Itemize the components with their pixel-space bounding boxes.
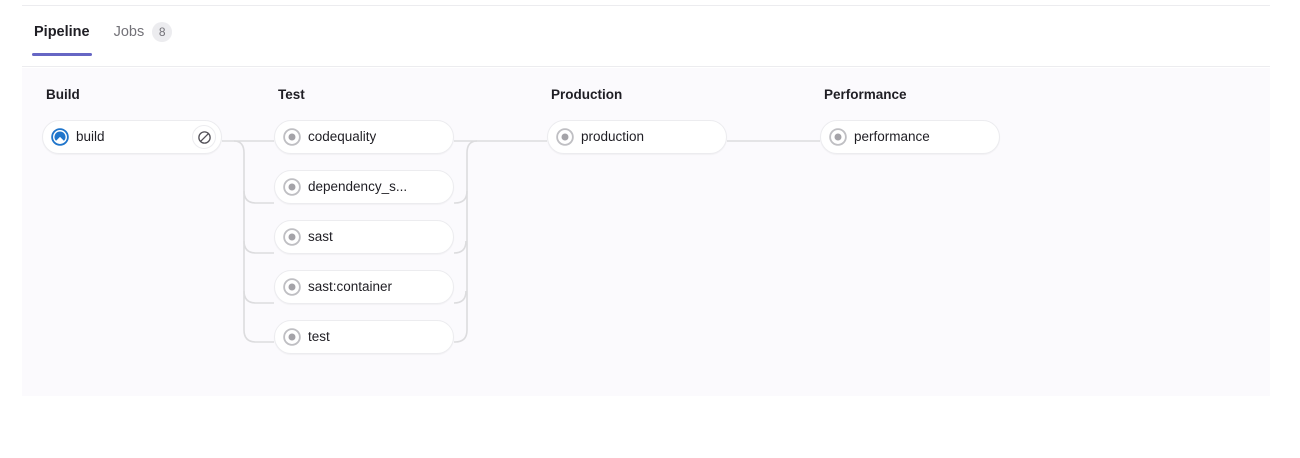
tab-pipeline[interactable]: Pipeline	[22, 22, 102, 56]
job-dependency-scanning[interactable]: dependency_s...	[274, 170, 454, 204]
job-dependency-scanning-label: dependency_s...	[308, 179, 408, 194]
job-production[interactable]: production	[547, 120, 727, 154]
status-created-icon	[283, 228, 301, 246]
cancel-icon	[197, 130, 211, 144]
job-test[interactable]: test	[274, 320, 454, 354]
stage-performance: Performance performance	[820, 86, 1000, 154]
status-created-icon	[283, 328, 301, 346]
job-build[interactable]: build	[42, 120, 222, 154]
edge-build-to-sastcont	[243, 290, 274, 304]
job-build-label: build	[76, 129, 105, 144]
job-codequality[interactable]: codequality	[274, 120, 454, 154]
top-divider	[22, 5, 1270, 6]
job-sast-container-label: sast:container	[308, 279, 393, 294]
status-running-icon	[51, 128, 69, 146]
edge-dependency-to-trunk	[454, 190, 468, 204]
stage-production-title: Production	[551, 87, 623, 102]
job-codequality-label: codequality	[308, 129, 377, 144]
status-created-icon	[556, 128, 574, 146]
pipeline-tabbar: Pipeline Jobs 8	[22, 22, 1270, 67]
tab-jobs[interactable]: Jobs 8	[102, 22, 185, 55]
edge-build-fanout-trunk	[233, 140, 274, 343]
cancel-job-button[interactable]	[192, 125, 216, 149]
tab-pipeline-label: Pipeline	[34, 24, 90, 40]
stage-production: Production production	[547, 86, 727, 154]
job-sast[interactable]: sast	[274, 220, 454, 254]
job-sast-container[interactable]: sast:container	[274, 270, 454, 304]
pipeline-graph-canvas: Build build	[22, 68, 1270, 396]
status-created-icon	[829, 128, 847, 146]
edge-build-to-sast	[243, 240, 274, 254]
status-created-icon	[283, 178, 301, 196]
status-created-icon	[283, 278, 301, 296]
job-sast-label: sast	[308, 229, 333, 244]
tab-jobs-count-badge: 8	[152, 22, 173, 42]
edge-test-fanin-trunk	[454, 140, 478, 343]
stage-production-jobs: production	[547, 120, 727, 154]
job-performance-label: performance	[854, 129, 930, 144]
edge-build-to-dependency	[243, 190, 274, 204]
stage-performance-title: Performance	[824, 87, 907, 102]
stage-performance-jobs: performance	[820, 120, 1000, 154]
status-created-icon	[283, 128, 301, 146]
stage-test: Test codequality dependency_s...	[274, 86, 454, 354]
edge-sast-to-trunk	[453, 240, 467, 254]
stage-build-title: Build	[46, 87, 80, 102]
tab-jobs-label: Jobs	[113, 24, 145, 40]
stage-build: Build build	[42, 86, 222, 154]
job-production-label: production	[581, 129, 645, 144]
edge-sastcont-to-trunk	[453, 290, 467, 304]
job-test-label: test	[308, 329, 330, 344]
stage-test-title: Test	[278, 87, 305, 102]
stage-test-jobs: codequality dependency_s... sast	[274, 120, 454, 354]
stage-build-jobs: build	[42, 120, 222, 154]
job-performance[interactable]: performance	[820, 120, 1000, 154]
